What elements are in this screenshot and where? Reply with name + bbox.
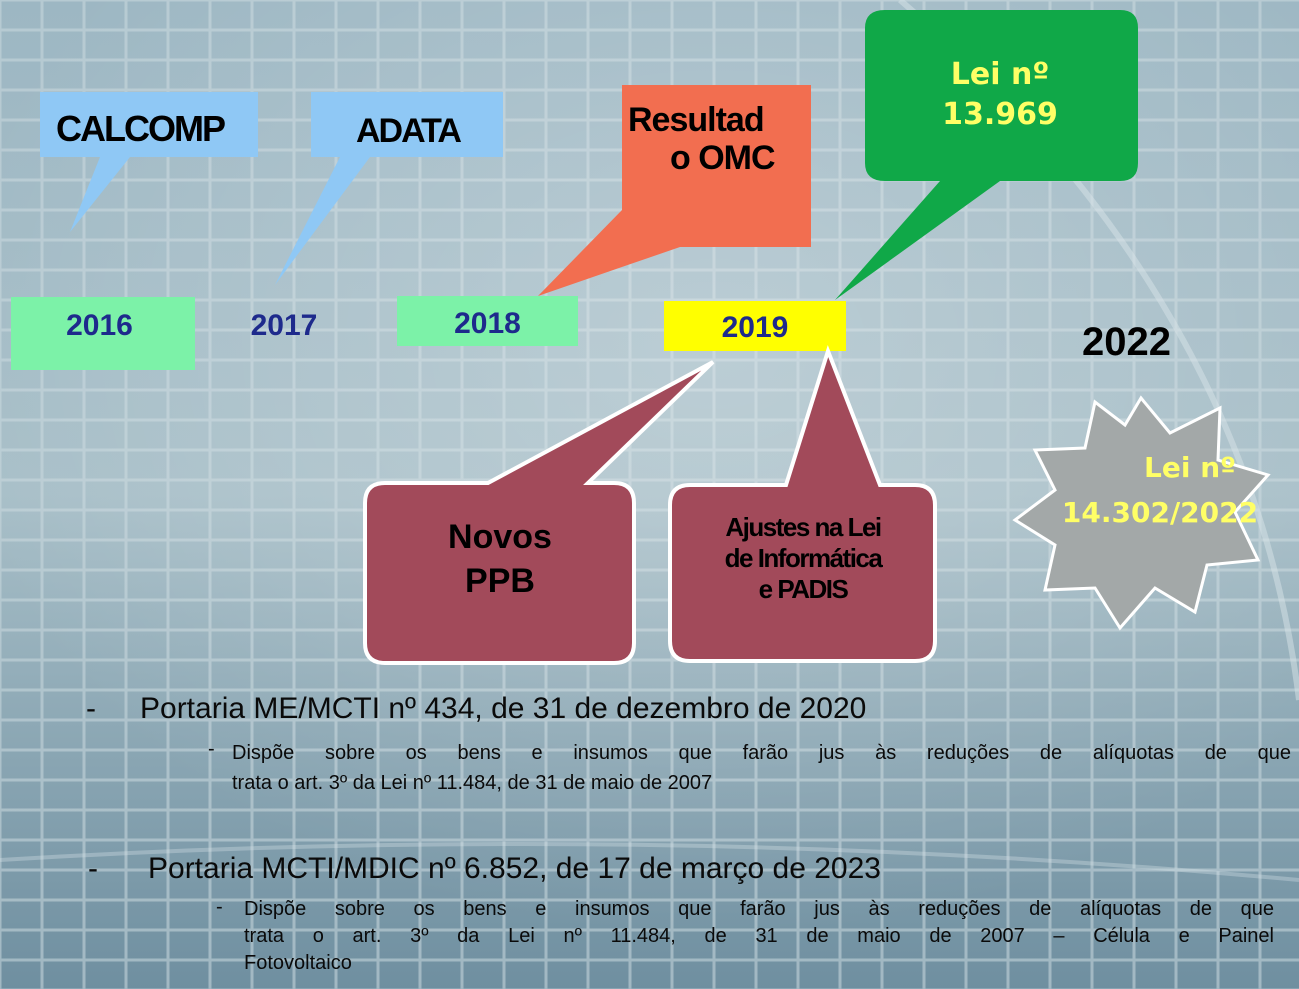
bullet-2-sub-dash: -: [216, 896, 223, 918]
omc-label-line2: o OMC: [670, 139, 776, 177]
omc-callout: [538, 85, 811, 296]
bullet-2-dash: -: [88, 852, 98, 885]
bullet-2-sub-line2: trata o art. 3º da Lei nº 11.484, de 31 …: [244, 925, 1274, 947]
ajustes-label: Ajustes na Lei de Informática e PADIS: [672, 512, 934, 605]
year-2022: 2022: [1082, 320, 1171, 364]
ajustes-line1: Ajustes na Lei: [725, 512, 882, 542]
lei-14302-line1: Lei nº: [1144, 451, 1236, 484]
lei-13969-line2: 13.969: [942, 97, 1058, 132]
novos-ppb-label: Novos PPB: [380, 515, 620, 603]
novos-ppb-line1: Novos: [448, 518, 552, 556]
lei-13969-callout: [835, 10, 1138, 300]
year-2018: 2018: [454, 307, 521, 340]
year-box-2016: [11, 297, 195, 370]
year-box-2018: [397, 296, 578, 346]
omc-label-line1: Resultad: [628, 101, 765, 139]
year-box-2019: [664, 301, 846, 351]
lei-14302-line2: 14.302/2022: [1061, 496, 1259, 529]
ajustes-line3: e PADIS: [758, 574, 849, 604]
year-2019: 2019: [721, 311, 789, 344]
novos-ppb-line2: PPB: [465, 562, 535, 600]
lei-13969-label: Lei nº 13.969: [900, 55, 1100, 135]
year-2016: 2016: [66, 309, 133, 342]
bullet-1-sub-line2: trata o art. 3º da Lei nº 11.484, de 31 …: [232, 772, 713, 794]
omc-label: Resultad o OMC: [626, 101, 808, 177]
bullet-2-sub-text: Dispõe sobre os bens e insumos que farão…: [244, 896, 1274, 977]
novos-ppb-callout: [363, 360, 715, 665]
adata-callout: [275, 92, 503, 285]
ajustes-line2: de Informática: [724, 543, 883, 573]
bullet-2-sub-line3: Fotovoltaico: [244, 952, 352, 974]
lei-14302-star: [1012, 395, 1271, 631]
bullet-1-sub-line1: Dispõe sobre os bens e insumos que farão…: [232, 742, 1291, 764]
bullet-2-title: Portaria MCTI/MDIC nº 6.852, de 17 de ma…: [148, 852, 881, 885]
bullet-1-title: Portaria ME/MCTI nº 434, de 31 de dezemb…: [140, 692, 867, 725]
bullet-1-sub-dash: -: [208, 738, 215, 760]
bullet-2-sub-line1: Dispõe sobre os bens e insumos que farão…: [244, 898, 1274, 920]
bullet-2: - Portaria MCTI/MDIC nº 6.852, de 17 de …: [0, 850, 1299, 989]
bullet-1: - Portaria ME/MCTI nº 434, de 31 de deze…: [0, 690, 1299, 800]
bullet-1-sub-text: Dispõe sobre os bens e insumos que farão…: [232, 738, 1291, 798]
ajustes-callout: [668, 344, 937, 663]
calcomp-label: CALCOMP: [56, 108, 226, 149]
adata-label: ADATA: [356, 112, 462, 150]
lei-13969-line1: Lei nº: [950, 57, 1050, 92]
bullet-1-dash: -: [86, 692, 96, 725]
year-2017: 2017: [250, 309, 318, 342]
lei-14302-label: Lei nº 14.302/2022: [1030, 445, 1290, 535]
calcomp-callout: [40, 92, 258, 232]
